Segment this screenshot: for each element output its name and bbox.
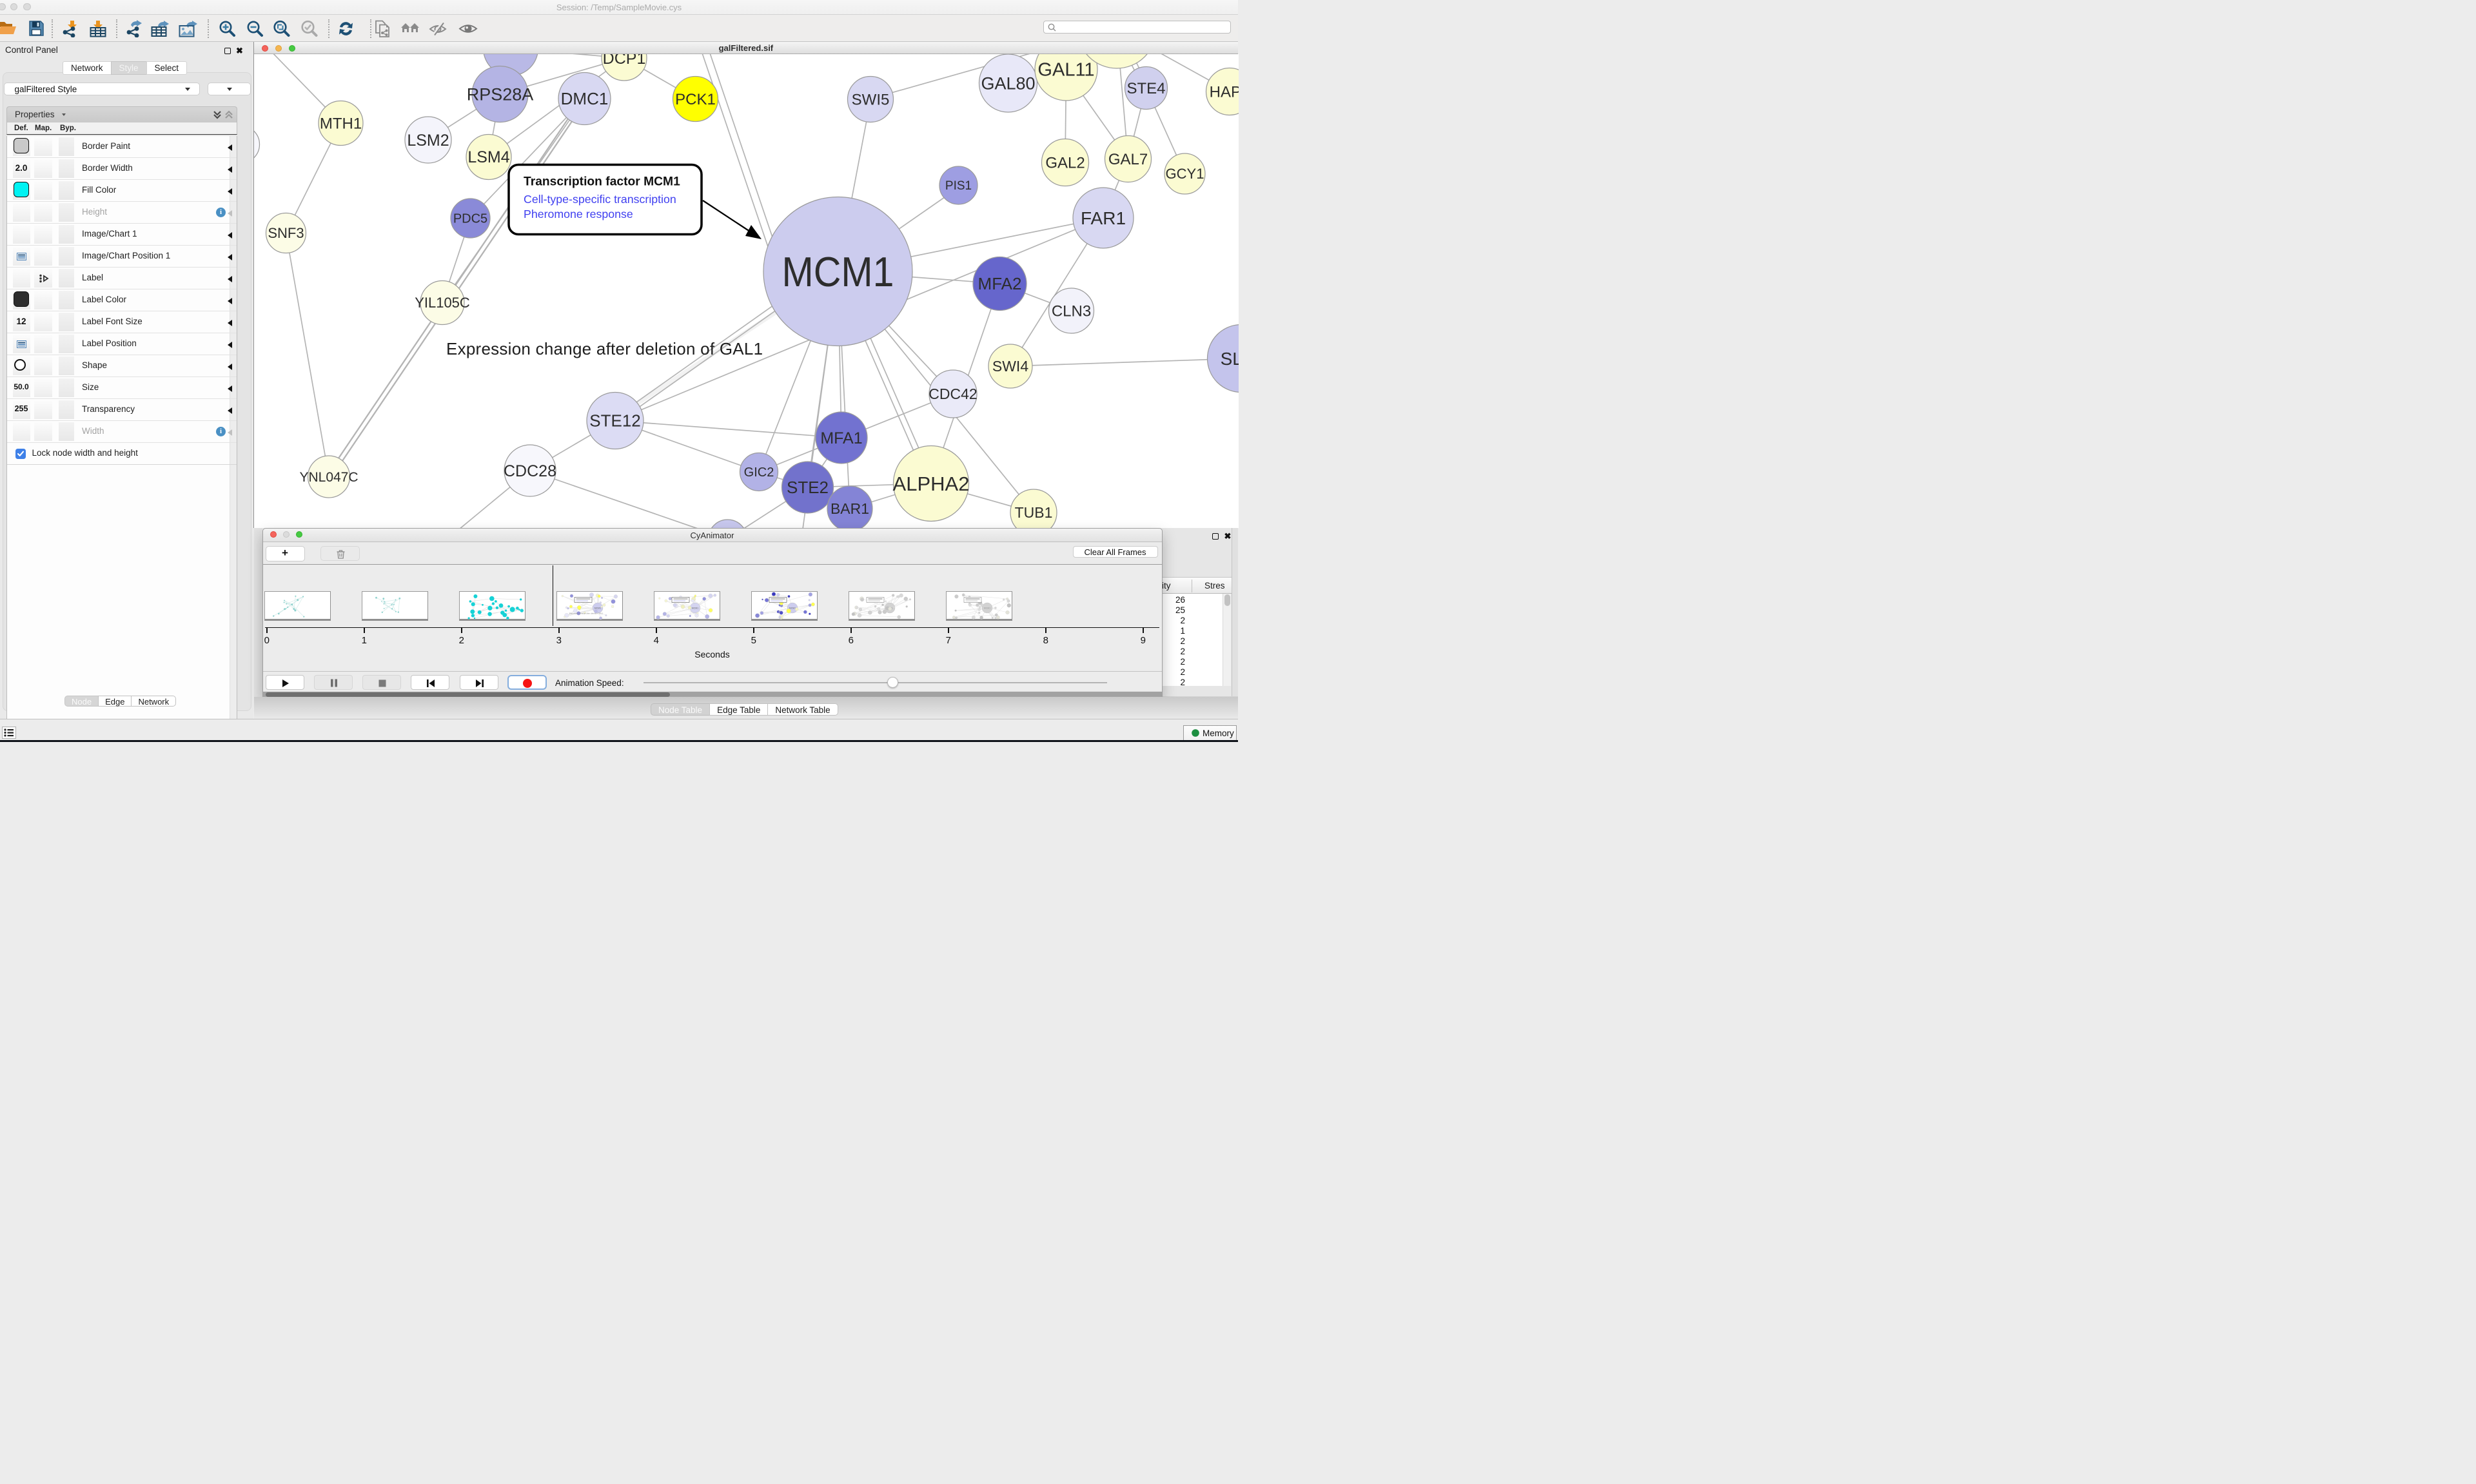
svg-text:PDC5: PDC5 <box>453 212 487 226</box>
svg-text:MCM1: MCM1 <box>781 248 894 295</box>
svg-text:SLT2: SLT2 <box>1220 349 1238 369</box>
svg-text:SNF3: SNF3 <box>268 225 304 241</box>
svg-text:MCM1: MCM1 <box>984 607 991 609</box>
svg-text:GAL2: GAL2 <box>1045 155 1085 172</box>
svg-text:DMC1: DMC1 <box>560 89 608 108</box>
svg-text:PCK1: PCK1 <box>675 91 716 108</box>
svg-text:PIS1: PIS1 <box>945 179 972 193</box>
svg-text:RPS28A: RPS28A <box>466 85 533 104</box>
svg-text:MCM1: MCM1 <box>692 607 699 609</box>
svg-text:Cell-type-specific transcripti: Cell-type-specific transcription <box>524 193 676 206</box>
svg-text:GAL7: GAL7 <box>1108 151 1148 168</box>
svg-text:SWI4: SWI4 <box>992 358 1028 375</box>
svg-text:GAL11: GAL11 <box>1037 60 1094 81</box>
svg-text:TUB1: TUB1 <box>1014 504 1052 521</box>
svg-text:Expression change after deleti: Expression change after deletion of GAL1 <box>446 339 763 358</box>
svg-text:MCM1: MCM1 <box>789 607 796 609</box>
svg-text:MTH1: MTH1 <box>320 115 362 133</box>
svg-text:YIL105C: YIL105C <box>415 295 470 311</box>
svg-text:MFA2: MFA2 <box>978 274 1021 293</box>
svg-text:Pheromone response: Pheromone response <box>524 208 633 220</box>
svg-text:HAP2: HAP2 <box>1209 84 1238 101</box>
svg-text:STE2: STE2 <box>787 478 829 497</box>
svg-text:CDC28: CDC28 <box>504 462 556 480</box>
svg-text:Expression change after deleti: Expression change after deletion GAL1 <box>569 612 604 614</box>
svg-text:STE4: STE4 <box>1126 80 1165 97</box>
svg-text:GCY1: GCY1 <box>1165 166 1204 182</box>
svg-text:CLN3: CLN3 <box>1052 303 1091 320</box>
svg-text:FAR1: FAR1 <box>1081 208 1126 228</box>
svg-text:LSM2: LSM2 <box>407 132 449 150</box>
svg-text:GAL80: GAL80 <box>981 74 1035 93</box>
svg-text:MFA1: MFA1 <box>820 429 862 447</box>
svg-text:STE12: STE12 <box>589 411 641 431</box>
svg-text:MCM1: MCM1 <box>594 607 602 609</box>
svg-text:ALPHA2: ALPHA2 <box>892 473 969 495</box>
svg-text:BAR1: BAR1 <box>830 500 869 517</box>
svg-text:CDC42: CDC42 <box>928 386 977 402</box>
svg-text:SWI5: SWI5 <box>851 92 889 109</box>
svg-text:LSM4: LSM4 <box>467 148 509 166</box>
svg-text:GIC2: GIC2 <box>743 465 774 480</box>
svg-text:DCP1: DCP1 <box>602 54 645 68</box>
svg-text:YNL047C: YNL047C <box>299 470 358 485</box>
svg-text:Transcription factor MCM1: Transcription factor MCM1 <box>524 175 680 189</box>
svg-text:RPS28B: RPS28B <box>481 54 540 58</box>
